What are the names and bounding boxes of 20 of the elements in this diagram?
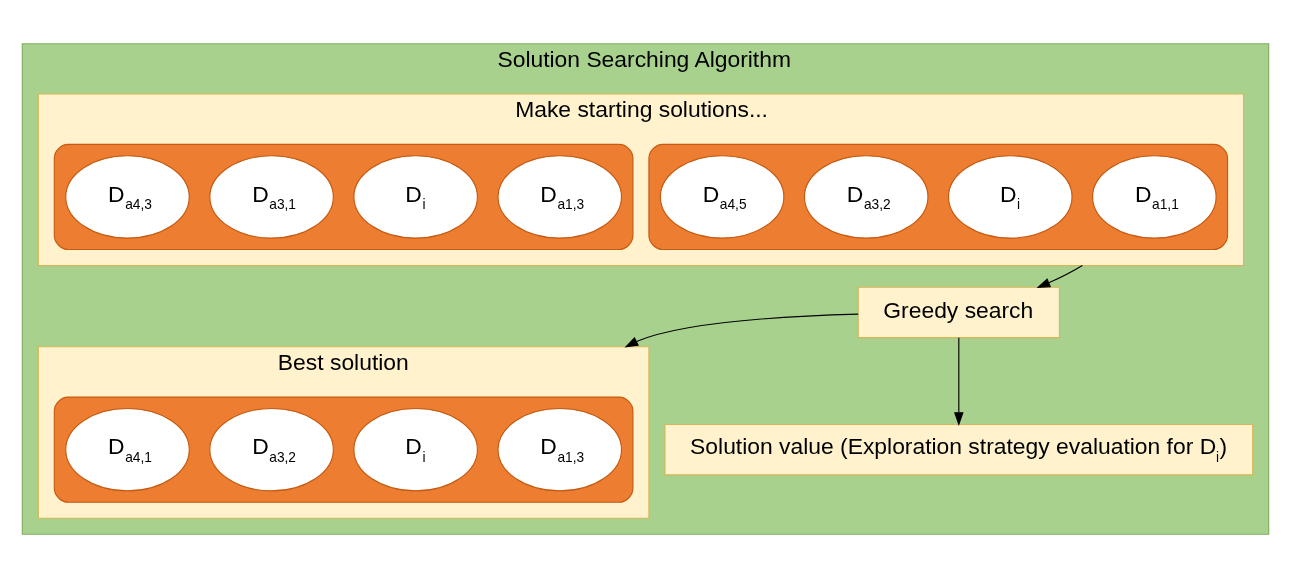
- node-ellipse: D$_{a1,1}$: [1092, 154, 1217, 239]
- cluster: [648, 143, 1229, 250]
- node-ellipse: D$_{i}$: [947, 154, 1073, 239]
- cluster: [53, 143, 634, 250]
- node-ellipse: D$_{a4,1}$: [65, 407, 190, 491]
- node-ellipse: D$_{a4,5}$: [659, 154, 785, 239]
- node-ellipse: D$_{a3,2}$: [803, 154, 929, 239]
- node-ellipse: D$_{i}$: [353, 407, 478, 491]
- arrow: [1036, 264, 1083, 288]
- arrow: [624, 313, 859, 348]
- node-box: Greedy search: [857, 286, 1060, 338]
- node-ellipse: D$_{a4,3}$: [65, 154, 190, 239]
- arrow: [954, 336, 964, 426]
- node-box: Solution value (Exploration strategy evaluation for D$_{i}$): [664, 423, 1254, 475]
- node-ellipse: D$_{a1,3}$: [497, 154, 623, 239]
- node-ellipse: D$_{a3,2}$: [209, 407, 334, 491]
- cluster: [53, 396, 634, 503]
- node-ellipse: D$_{a3,1}$: [209, 154, 334, 239]
- node-ellipse: D$_{i}$: [353, 154, 478, 239]
- node-ellipse: D$_{a1,3}$: [497, 407, 623, 491]
